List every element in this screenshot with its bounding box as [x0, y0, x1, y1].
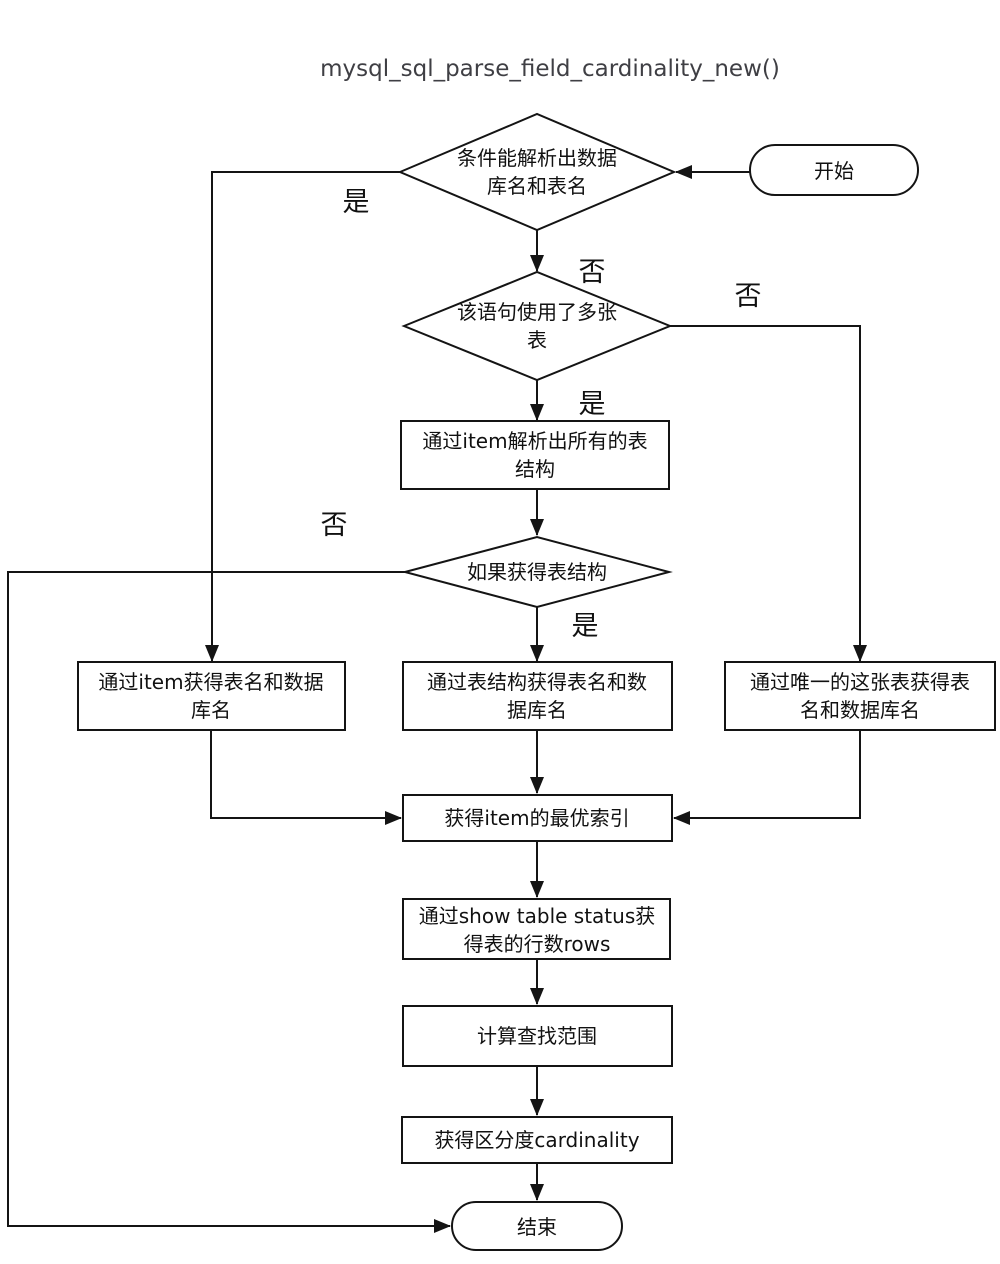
cardinality-text-line1: 获得区分度cardinality — [434, 1128, 639, 1152]
label-decision3-yes: 是 — [572, 611, 599, 642]
node-process-best-index: 获得item的最优索引 — [402, 794, 673, 842]
decision1-diamond-shape — [397, 112, 677, 232]
node-process-single-table-names: 通过唯一的这张表获得表 名和数据库名 — [724, 661, 996, 731]
single-table-text-line2: 名和数据库名 — [800, 698, 920, 722]
item-names-text-line1: 通过item获得表名和数据 — [98, 670, 323, 694]
item-names-rect-shape — [77, 661, 346, 731]
node-decision-multi-table: 该语句使用了多张 表 — [401, 270, 673, 382]
start-label: 开始 — [814, 159, 854, 183]
calc-range-rect-shape — [402, 1005, 673, 1067]
end-label: 结束 — [517, 1215, 557, 1239]
best-index-text-line1: 获得item的最优索引 — [444, 806, 629, 830]
decision2-text-line1: 该语句使用了多张 — [457, 300, 617, 324]
label-decision3-no: 否 — [321, 510, 348, 541]
single-table-rect-shape — [724, 661, 996, 731]
node-process-item-names: 通过item获得表名和数据 库名 — [77, 661, 346, 731]
label-decision1-yes: 是 — [343, 187, 370, 218]
cardinality-rect-shape — [401, 1116, 673, 1164]
edge-decision3-no-to-end — [7, 571, 451, 1233]
struct-names-text-line1: 通过表结构获得表名和数 — [427, 670, 647, 694]
item-names-text-line2: 库名 — [191, 698, 231, 722]
node-process-struct-names: 通过表结构获得表名和数 据库名 — [402, 661, 673, 731]
parse-structs-text-line2: 结构 — [515, 457, 555, 481]
node-process-calc-range: 计算查找范围 — [402, 1005, 673, 1067]
label-decision1-no: 否 — [579, 257, 606, 288]
label-decision2-no: 否 — [735, 281, 762, 312]
parse-structs-rect-shape — [400, 420, 670, 490]
node-process-parse-all-structs: 通过item解析出所有的表 结构 — [400, 420, 670, 490]
struct-names-rect-shape — [402, 661, 673, 731]
decision1-text-line1: 条件能解析出数据 — [457, 146, 617, 170]
calc-range-text-line1: 计算查找范围 — [477, 1024, 597, 1048]
edge-single-table-to-best-index — [673, 730, 861, 825]
decision2-diamond-shape — [401, 270, 673, 382]
node-end: 结束 — [451, 1201, 623, 1251]
node-process-show-table-status: 通过show table status获 得表的行数rows — [402, 898, 671, 960]
end-terminator-shape — [451, 1201, 623, 1251]
edge-item-names-to-best-index — [210, 730, 402, 825]
single-table-text-line1: 通过唯一的这张表获得表 — [750, 670, 970, 694]
show-status-text-line1: 通过show table status获 — [419, 904, 656, 928]
edge-decision1-yes-to-item-names — [205, 171, 400, 662]
node-start: 开始 — [749, 144, 919, 196]
best-index-rect-shape — [402, 794, 673, 842]
decision3-text-line1: 如果获得表结构 — [467, 560, 607, 584]
label-decision2-yes: 是 — [579, 389, 606, 420]
struct-names-text-line2: 据库名 — [507, 698, 567, 722]
start-terminator-shape — [749, 144, 919, 196]
decision1-text-line2: 库名和表名 — [487, 174, 587, 198]
node-decision-got-struct: 如果获得表结构 — [401, 535, 673, 609]
edge-decision2-no-to-single-table — [670, 325, 867, 662]
decision2-text-line2: 表 — [527, 328, 547, 352]
node-decision-parse-db-table: 条件能解析出数据 库名和表名 — [397, 112, 677, 232]
decision3-diamond-shape — [401, 535, 673, 609]
show-status-text-line2: 得表的行数rows — [464, 932, 611, 956]
parse-structs-text-line1: 通过item解析出所有的表 — [422, 429, 647, 453]
show-status-rect-shape — [402, 898, 671, 960]
node-process-cardinality: 获得区分度cardinality — [401, 1116, 673, 1164]
page-title: mysql_sql_parse_field_cardinality_new() — [320, 56, 780, 82]
